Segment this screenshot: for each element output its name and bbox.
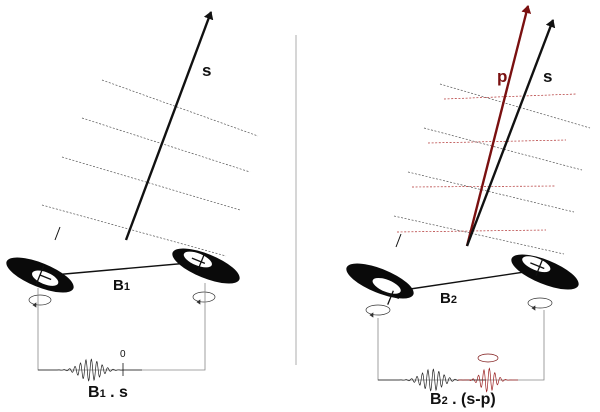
wavefront-line [396, 229, 547, 233]
s-vector-left [124, 11, 214, 241]
wavefront-line [443, 93, 577, 100]
caption-left: B1 . s [88, 384, 128, 401]
right-panel: p s B2 [346, 5, 591, 408]
wavefront-line [411, 185, 557, 188]
rotation-arrow-icon [28, 294, 52, 308]
p-vector-label: p [497, 67, 507, 86]
wavefront-line [427, 139, 567, 144]
rotation-arrow-icon [527, 297, 553, 311]
baseline-b1-label: B1 [113, 277, 130, 294]
wavefront-line [61, 156, 241, 211]
s-vector-label-right: s [543, 67, 552, 86]
s-vector-right [465, 19, 556, 247]
left-panel: s B1 [6, 11, 259, 401]
wavefront-line [101, 79, 259, 137]
zero-label: 0 [120, 349, 126, 360]
wavefront-line [41, 204, 227, 257]
wavefront-line [439, 83, 591, 129]
dish-antenna-icon [511, 254, 579, 290]
rotation-arrow-icon [365, 304, 391, 318]
dish-antenna-icon [6, 257, 74, 293]
s-vector-label-left: s [202, 61, 211, 80]
dish-antenna-icon [172, 248, 240, 284]
rotation-arrow-icon [477, 353, 499, 363]
right-wavefronts-p [396, 93, 577, 233]
wavefront-line [81, 117, 251, 173]
wavefront-line [407, 171, 575, 213]
caption-right: B2 . (s-p) [430, 391, 496, 408]
baseline-b2 [389, 269, 539, 293]
p-vector [465, 5, 532, 247]
baseline-b2-label: B2 [440, 290, 457, 307]
left-short-tick [54, 226, 61, 241]
dish-antenna-icon [346, 263, 414, 305]
wavefront-line [393, 215, 565, 255]
right-short-tick [395, 233, 402, 248]
fringe-waveform-icon [38, 358, 142, 382]
fringe-waveform-icon [458, 367, 518, 393]
right-wavefronts-s [393, 83, 591, 255]
right-wiring [377, 310, 545, 381]
left-wavefronts [41, 79, 259, 257]
baseline-b1 [41, 261, 201, 277]
rotation-arrow-icon [192, 291, 216, 305]
